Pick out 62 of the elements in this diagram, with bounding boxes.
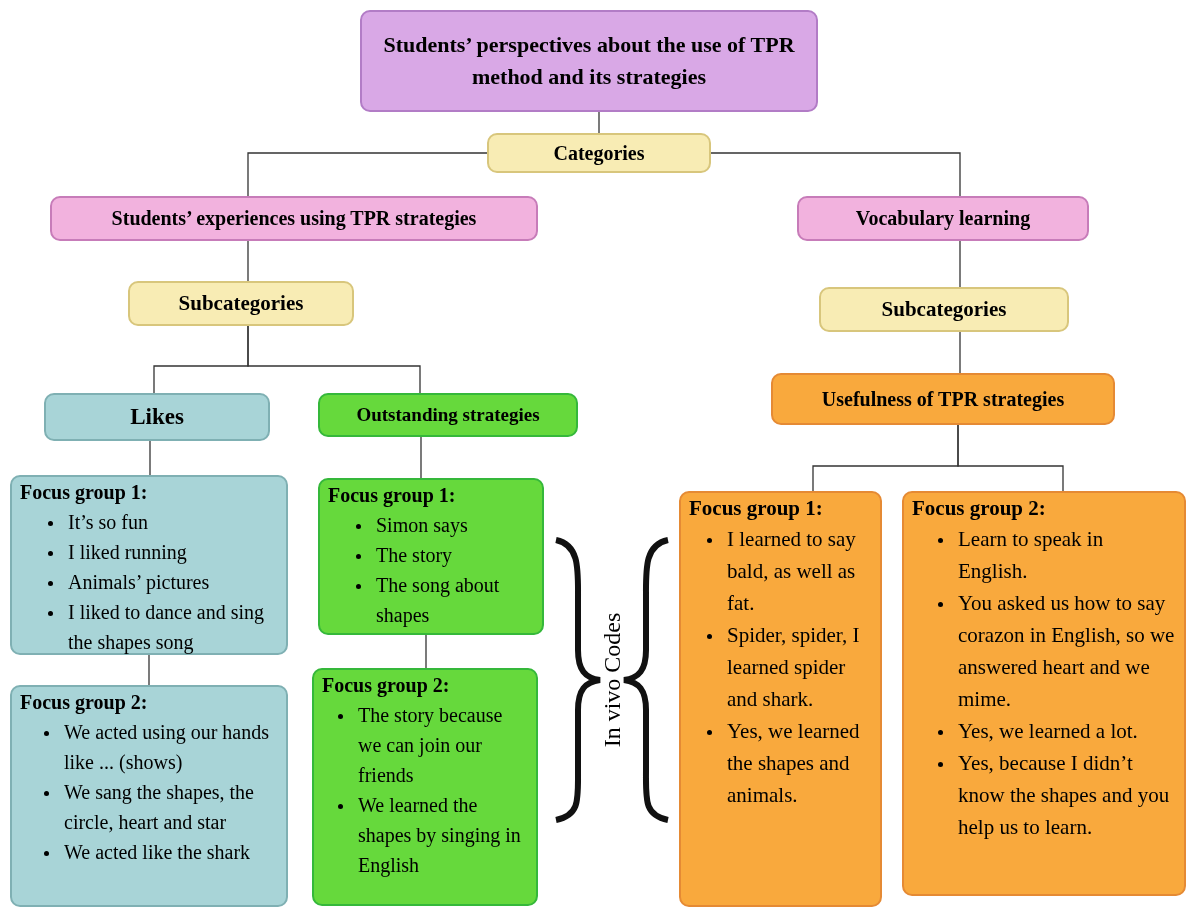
group-heading: Focus group 1:: [328, 483, 457, 509]
group-heading: Focus group 1:: [20, 480, 149, 506]
category-box: [797, 196, 1089, 241]
connector-line: [149, 440, 151, 476]
connector-line: [247, 240, 249, 282]
focus-group-card: [318, 478, 544, 635]
list-item: The song about shapes: [376, 573, 501, 629]
connector-line: [710, 152, 961, 197]
connector-line: [420, 436, 422, 479]
list-item: It’s so fun: [68, 510, 149, 535]
focus-group-card: [10, 475, 288, 655]
list-item: The story: [376, 543, 454, 569]
connector-line: [598, 111, 600, 134]
group-heading: Focus group 2:: [20, 690, 149, 716]
list-item: You asked us how to say corazon in English, so we answered heart and we mime.: [958, 590, 1176, 713]
connector-line: [247, 152, 488, 197]
subcategory-box: [128, 281, 354, 326]
connector-line: [425, 634, 427, 669]
box-label: Categories: [553, 140, 645, 166]
list-item: Spider, spider, I learned spider and shark.: [727, 622, 861, 713]
subcategory-box: [771, 373, 1115, 425]
list-item: Yes, we learned a lot.: [958, 718, 1139, 745]
list-item: I liked running: [68, 540, 188, 566]
connector-line: [959, 240, 961, 288]
title-box: [360, 10, 818, 112]
list-item: Animals’ pictures: [68, 570, 211, 596]
focus-group-card: [312, 668, 538, 906]
box-label: Likes: [130, 402, 184, 431]
box-label: Outstanding strategies: [356, 403, 540, 427]
list-item: We acted using our hands like ... (shows): [64, 720, 270, 776]
vertical-label: In vivo Codes: [600, 612, 624, 748]
subcategory-box: [318, 393, 578, 437]
group-heading: Focus group 2:: [912, 495, 1047, 522]
list-item: I liked to dance and sing the shapes song: [68, 600, 266, 656]
connector-line: [959, 331, 961, 374]
group-heading: Focus group 1:: [689, 495, 824, 522]
list-item: We sang the shapes, the circle, heart and star: [64, 780, 255, 835]
box-label: Students’ experiences using TPR strategies: [111, 206, 477, 231]
list-item: Learn to speak in English.: [958, 526, 1105, 585]
connector-line: [148, 654, 150, 686]
connector-line: [247, 325, 421, 394]
list-item: We learned the shapes by singing in English: [358, 793, 522, 879]
box-label: Vocabulary learning: [855, 206, 1031, 231]
focus-group-card: [10, 685, 288, 907]
category-box: [50, 196, 538, 241]
category-box: [487, 133, 711, 173]
group-heading: Focus group 2:: [322, 673, 451, 699]
box-label: Subcategories: [178, 290, 304, 317]
list-item: I learned to say bald, as well as fat.: [727, 526, 857, 617]
list-item: We acted like the shark: [64, 840, 252, 865]
list-item: Yes, because I didn’t know the shapes and you help us to learn.: [958, 750, 1171, 841]
focus-group-card: [679, 491, 882, 907]
box-label: Usefulness of TPR strategies: [821, 386, 1065, 412]
list-item: The story because we can join our friends: [358, 703, 504, 788]
connector-line: [957, 424, 1064, 492]
focus-group-card: [902, 491, 1186, 896]
box-label: Subcategories: [881, 296, 1007, 323]
subcategory-box: [819, 287, 1069, 332]
list-item: Yes, we learned the shapes and animals.: [727, 718, 861, 809]
subcategory-box: [44, 393, 270, 441]
list-item: Simon says: [376, 513, 469, 539]
box-label: Students’ perspectives about the use of TPR method and its strategies: [382, 31, 796, 91]
